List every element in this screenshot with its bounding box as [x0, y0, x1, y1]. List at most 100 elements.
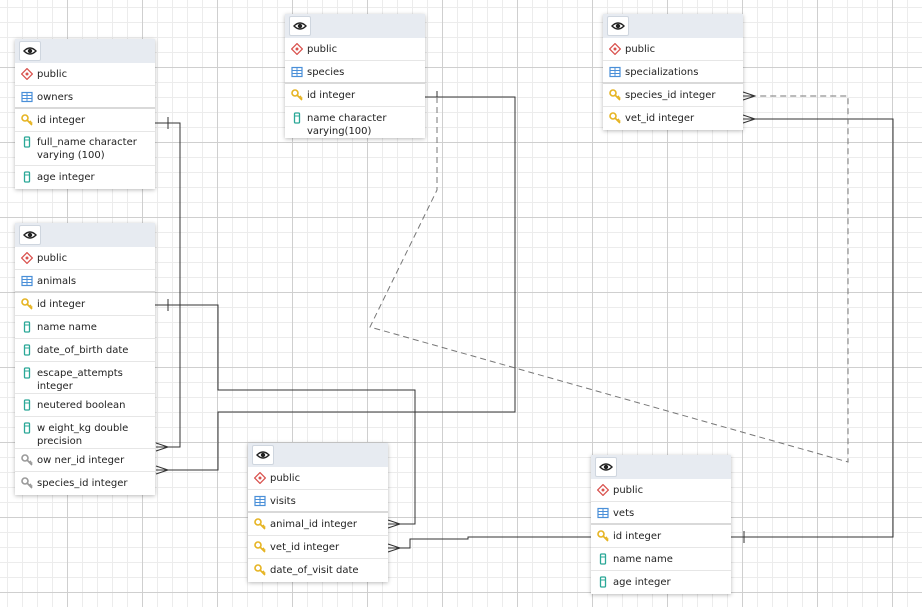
link-spec-vet — [731, 118, 894, 538]
column-label: animal_id integer — [270, 519, 357, 530]
key-icon — [609, 112, 621, 124]
table-vets[interactable]: public vets id integer name name age int… — [591, 455, 731, 594]
column-row[interactable]: name name — [591, 548, 731, 571]
column-row[interactable]: vet_id integer — [603, 107, 743, 130]
column-label: id integer — [37, 299, 86, 310]
column-row[interactable]: ow ner_id integer — [15, 449, 155, 472]
eye-icon[interactable] — [19, 41, 41, 61]
schema-row: public — [248, 467, 388, 490]
table-name: vets — [613, 508, 635, 519]
foreign-key-icon — [21, 454, 33, 466]
table-name-row: vets — [591, 502, 731, 525]
column-icon — [21, 136, 33, 148]
table-grid-icon — [291, 66, 303, 78]
link-many-marker — [155, 465, 169, 475]
column-icon — [291, 112, 303, 124]
eye-icon[interactable] — [252, 445, 274, 465]
table-grid-icon — [21, 91, 33, 103]
table-name-row: visits — [248, 490, 388, 513]
link-animals-owner — [155, 122, 181, 448]
column-label: species_id integer — [37, 478, 128, 489]
key-icon — [21, 114, 33, 126]
table-specializations[interactable]: public specializations species_id intege… — [603, 14, 743, 130]
schema-diamond-icon — [21, 68, 33, 80]
table-name-row: specializations — [603, 61, 743, 84]
table-name: species — [307, 67, 345, 78]
table-grid-icon — [609, 66, 621, 78]
column-label: id integer — [613, 531, 662, 542]
schema-row: public — [285, 38, 425, 61]
schema-diamond-icon — [609, 43, 621, 55]
link-many-marker — [155, 442, 169, 452]
column-row[interactable]: vet_id integer — [248, 536, 388, 559]
table-visits[interactable]: public visits animal_id integer vet_id i… — [248, 443, 388, 582]
key-icon — [609, 89, 621, 101]
column-row[interactable]: id integer — [15, 293, 155, 316]
column-row[interactable]: name name — [15, 316, 155, 339]
column-row[interactable]: age integer — [15, 166, 155, 189]
column-row[interactable]: species_id integer — [15, 472, 155, 495]
schema-diamond-icon — [21, 252, 33, 264]
foreign-key-icon — [21, 477, 33, 489]
column-label: vet_id integer — [625, 113, 695, 124]
link-many-marker — [742, 114, 756, 124]
table-owners[interactable]: public owners id integer full_name chara… — [15, 39, 155, 189]
column-label: date_of_visit date — [270, 565, 359, 576]
column-label: name name — [37, 322, 97, 333]
schema-name: public — [625, 44, 656, 55]
column-row[interactable]: full_name character varying (100) — [15, 132, 155, 166]
column-label: date_of_birth date — [37, 345, 129, 356]
column-row[interactable]: age integer — [591, 571, 731, 594]
column-label: name character varying(100) — [307, 113, 387, 137]
column-row[interactable]: date_of_birth date — [15, 339, 155, 362]
column-row[interactable]: id integer — [591, 525, 731, 548]
column-row[interactable]: id integer — [285, 84, 425, 107]
column-label: id integer — [307, 90, 356, 101]
eye-icon[interactable] — [595, 457, 617, 477]
column-row[interactable]: species_id integer — [603, 84, 743, 107]
column-label: age integer — [37, 172, 95, 183]
column-label: species_id integer — [625, 90, 716, 101]
column-row[interactable]: id integer — [15, 109, 155, 132]
key-icon — [597, 530, 609, 542]
table-header — [591, 455, 731, 479]
schema-name: public — [613, 485, 644, 496]
column-icon — [21, 171, 33, 183]
column-label: vet_id integer — [270, 542, 340, 553]
link-spec-species — [369, 95, 849, 463]
table-name: specializations — [625, 67, 699, 78]
column-label: name name — [613, 554, 673, 565]
eye-icon[interactable] — [19, 225, 41, 245]
schema-name: public — [307, 44, 338, 55]
schema-row: public — [15, 63, 155, 86]
schema-row: public — [15, 247, 155, 270]
table-grid-icon — [254, 495, 266, 507]
eye-icon[interactable] — [289, 16, 311, 36]
column-row[interactable]: animal_id integer — [248, 513, 388, 536]
column-label: w eight_kg double precision — [37, 423, 129, 447]
column-row[interactable]: date_of_visit date — [248, 559, 388, 582]
column-icon — [597, 576, 609, 588]
column-row[interactable]: escape_attempts integer — [15, 362, 155, 394]
column-icon — [21, 321, 33, 333]
schema-name: public — [37, 69, 68, 80]
column-icon — [21, 344, 33, 356]
column-row[interactable]: name character varying(100) — [285, 107, 425, 138]
eye-icon[interactable] — [607, 16, 629, 36]
schema-diamond-icon — [291, 43, 303, 55]
table-name-row: owners — [15, 86, 155, 109]
table-animals[interactable]: public animals id integer name name date… — [15, 223, 155, 495]
schema-diamond-icon — [254, 472, 266, 484]
column-label: id integer — [37, 115, 86, 126]
column-label: ow ner_id integer — [37, 455, 125, 466]
column-icon — [21, 399, 33, 411]
table-header — [15, 223, 155, 247]
key-icon — [21, 298, 33, 310]
table-species[interactable]: public species id integer name character… — [285, 14, 425, 138]
column-row[interactable]: w eight_kg double precision — [15, 417, 155, 449]
column-row[interactable]: neutered boolean — [15, 394, 155, 417]
key-icon — [254, 564, 266, 576]
column-label: age integer — [613, 577, 671, 588]
key-icon — [291, 89, 303, 101]
